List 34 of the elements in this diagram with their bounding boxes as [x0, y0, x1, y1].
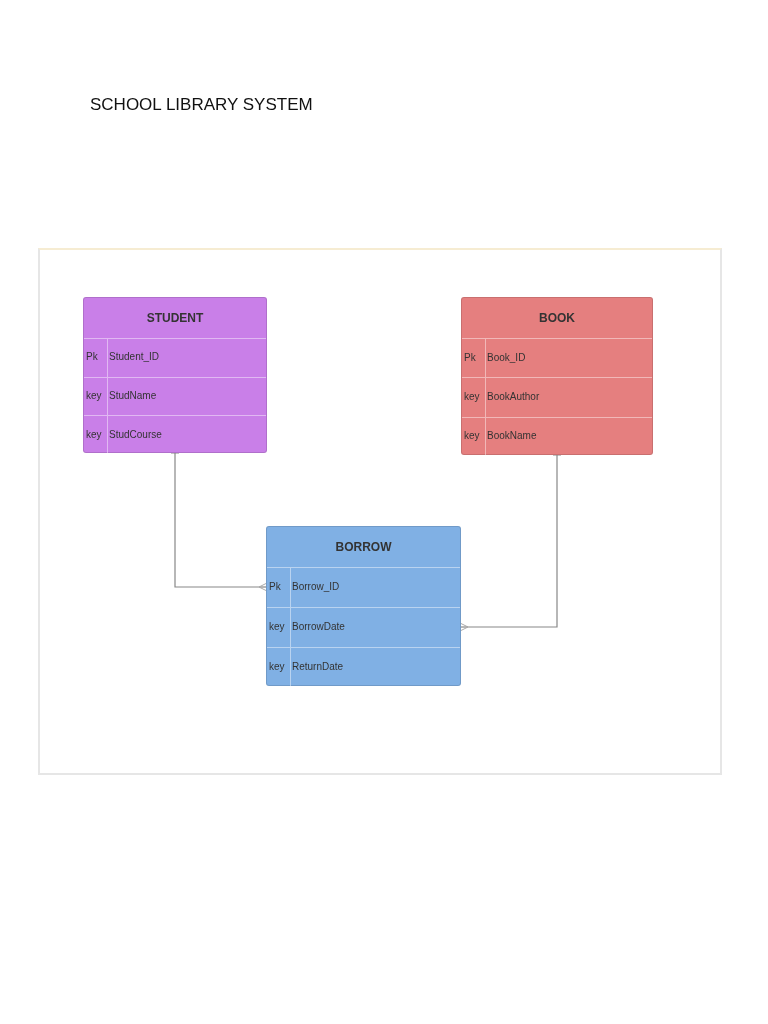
field-name: Student_ID — [109, 351, 160, 363]
entity-name: BORROW — [334, 539, 393, 556]
attribute-row — [84, 376, 266, 416]
attribute-row — [267, 607, 460, 647]
attribute-row — [462, 416, 652, 456]
key-type: Pk — [86, 351, 98, 363]
entity-name: STUDENT — [145, 310, 205, 327]
field-name: ReturnDate — [292, 661, 344, 672]
key-type: Pk — [464, 351, 476, 363]
attribute-row — [462, 338, 652, 378]
entity-table — [461, 297, 653, 455]
key-type: key — [86, 390, 102, 401]
field-name: BookName — [487, 430, 537, 442]
entity-name: BOOK — [538, 310, 576, 327]
key-type: key — [464, 430, 480, 442]
field-name: Book_ID — [487, 351, 526, 363]
attribute-row — [84, 338, 266, 377]
key-type: Pk — [269, 581, 281, 592]
diagram-title: SCHOOL LIBRARY SYSTEM — [90, 95, 313, 115]
key-type: key — [269, 621, 285, 632]
key-type: key — [464, 391, 480, 402]
entity-table — [83, 297, 267, 453]
key-type: key — [269, 661, 285, 672]
field-name: Borrow_ID — [292, 581, 340, 592]
field-name: StudCourse — [109, 428, 162, 440]
key-type: key — [86, 428, 102, 440]
field-name: StudName — [109, 390, 157, 401]
attribute-row — [84, 415, 266, 454]
field-name: BorrowDate — [292, 621, 345, 632]
entity-table — [266, 526, 461, 686]
attribute-row — [462, 377, 652, 417]
field-name: BookAuthor — [487, 391, 540, 402]
attribute-row — [267, 647, 460, 687]
attribute-row — [267, 567, 460, 607]
